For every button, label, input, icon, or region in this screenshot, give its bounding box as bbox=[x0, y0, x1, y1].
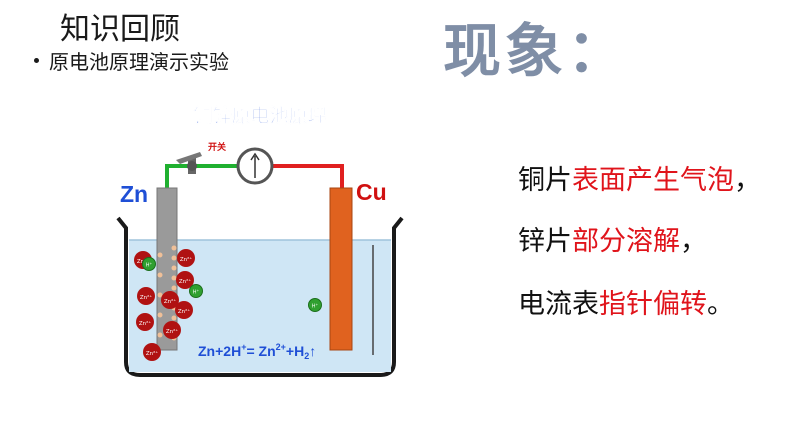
wire-negative bbox=[165, 164, 238, 188]
zinc-ion: Zn²⁺ bbox=[136, 313, 154, 331]
cu-label: Cu bbox=[356, 179, 387, 205]
phenomenon-line-galvanometer: 电流表指针偏转。 bbox=[518, 289, 734, 320]
bullet-dot bbox=[34, 58, 39, 63]
galvanometer bbox=[236, 147, 274, 185]
diagram-title: 铜锌原电池原理 bbox=[193, 104, 326, 127]
svg-text:Zn²⁺: Zn²⁺ bbox=[140, 294, 152, 301]
bullet-item: 原电池原理演示实验 bbox=[34, 46, 229, 75]
hydrogen-ion: H⁺ bbox=[189, 284, 203, 298]
phenomenon-line-zinc: 锌片部分溶解， bbox=[518, 226, 707, 257]
switch: 开关 bbox=[176, 141, 226, 174]
svg-text:H⁺: H⁺ bbox=[312, 304, 319, 310]
svg-text:Zn²⁺: Zn²⁺ bbox=[164, 298, 176, 305]
reaction-equation: Zn+2H+= Zn2++H2↑ bbox=[198, 342, 316, 361]
copper-electrode bbox=[329, 187, 353, 351]
svg-text:Zn²⁺: Zn²⁺ bbox=[139, 320, 151, 327]
zinc-ion: Zn²⁺ bbox=[137, 287, 155, 305]
svg-text:Zn²⁺: Zn²⁺ bbox=[178, 308, 190, 315]
phenomenon-line-copper: 铜片表面产生气泡， bbox=[518, 165, 761, 196]
svg-text:H⁺: H⁺ bbox=[146, 263, 153, 269]
wire-positive bbox=[273, 164, 344, 188]
phenomenon-heading: 现象： bbox=[443, 17, 630, 85]
zinc-ion: Zn²⁺ bbox=[176, 271, 194, 289]
zn-label: Zn bbox=[120, 181, 148, 207]
svg-text:H⁺: H⁺ bbox=[193, 290, 200, 296]
hydrogen-ion: H⁺ bbox=[308, 298, 322, 312]
svg-text:Zn²⁺: Zn²⁺ bbox=[180, 256, 192, 263]
hydrogen-ions: H⁺ H⁺ H⁺ bbox=[142, 257, 322, 312]
zinc-ion: Zn²⁺ bbox=[175, 301, 193, 319]
bullet-text: 原电池原理演示实验 bbox=[49, 50, 229, 74]
galvanic-cell-diagram: 铜锌原电池原理 开关 Zn Cu Zn² bbox=[116, 104, 404, 377]
svg-text:Zn²⁺: Zn²⁺ bbox=[179, 278, 191, 285]
hydrogen-ion: H⁺ bbox=[142, 257, 156, 271]
svg-text:Zn²⁺: Zn²⁺ bbox=[166, 328, 178, 335]
svg-text:Zn²⁺: Zn²⁺ bbox=[146, 350, 158, 357]
switch-label: 开关 bbox=[208, 141, 226, 153]
zinc-ion: Zn²⁺ bbox=[163, 321, 181, 339]
zinc-ion: Zn²⁺ bbox=[177, 249, 195, 267]
zinc-ions: Zn²⁺ Zn²⁺ Zn²⁺ Zn²⁺ Zn²⁺ Zn²⁺ Zn²⁺ Zn²⁺ … bbox=[134, 249, 195, 361]
zinc-ion: Zn²⁺ bbox=[143, 343, 161, 361]
slide-title: 知识回顾 bbox=[60, 12, 180, 47]
zinc-ion: Zn²⁺ bbox=[161, 291, 179, 309]
